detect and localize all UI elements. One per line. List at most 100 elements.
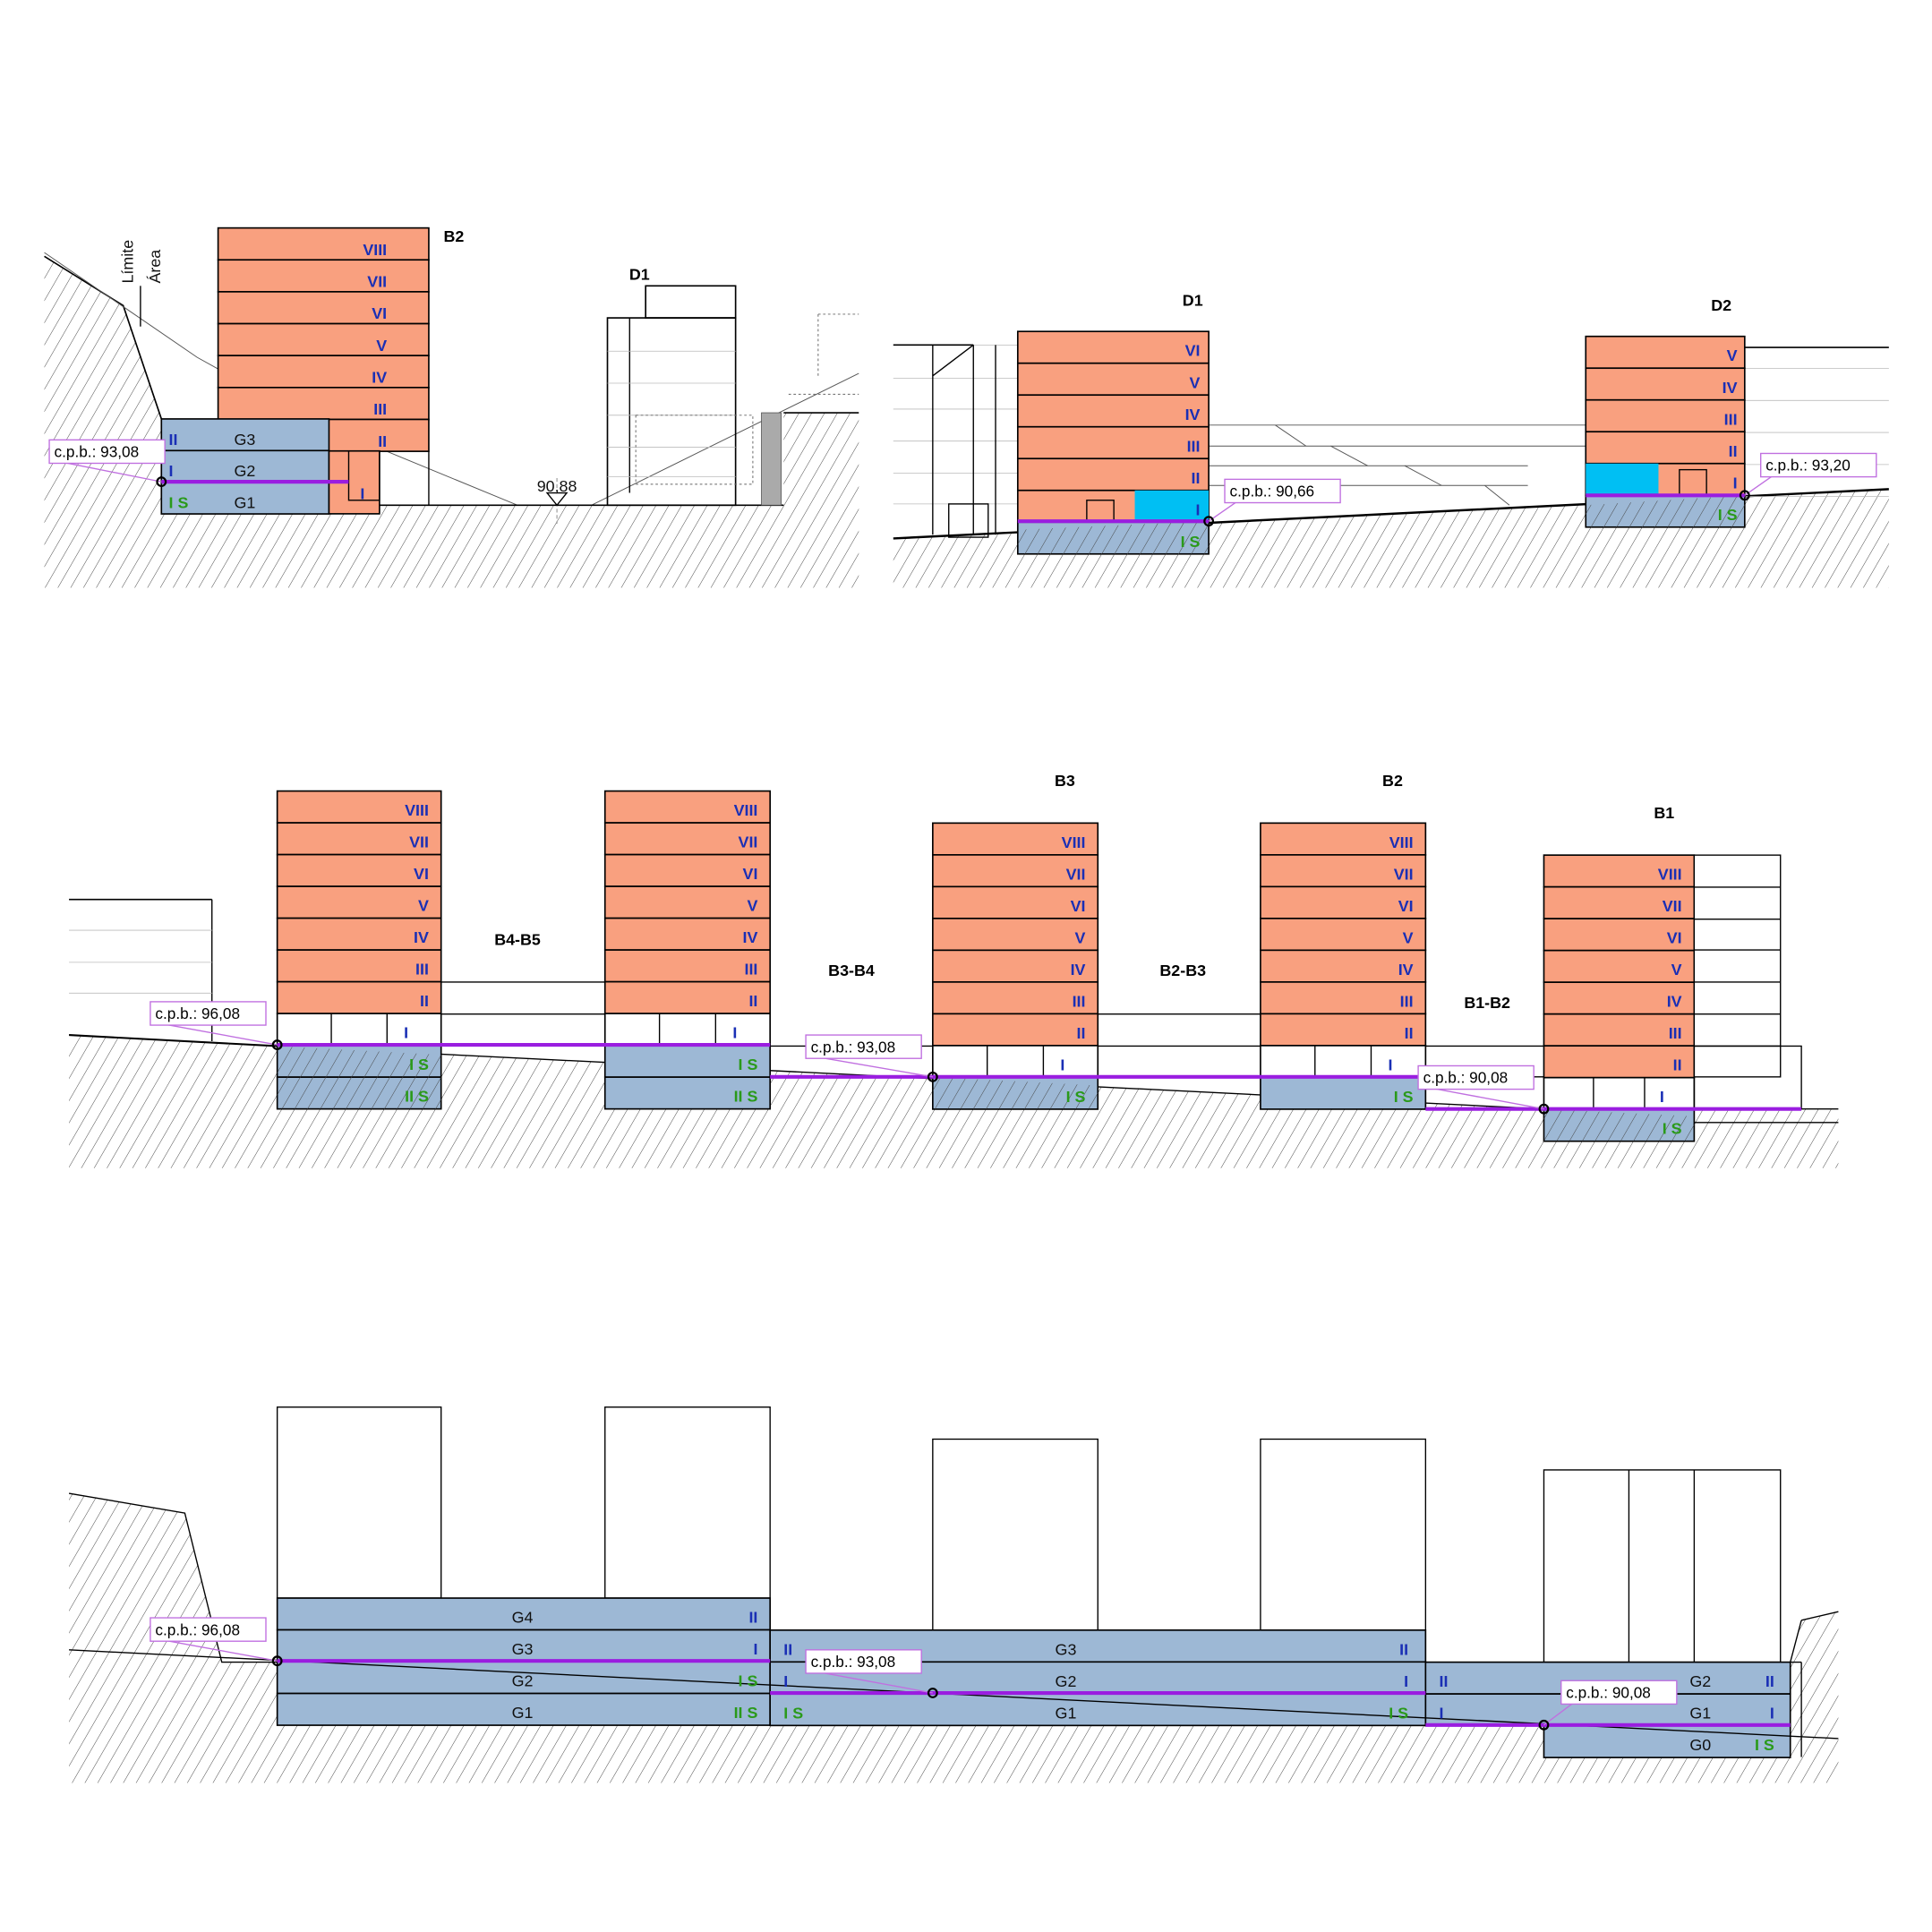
floor-label: VI: [1667, 929, 1682, 947]
cpb-label: c.p.b.: 90,08: [1566, 1684, 1651, 1702]
floor-label: III: [1724, 410, 1738, 428]
floor-label: I: [1196, 500, 1201, 518]
garage-level: [276, 1629, 771, 1663]
floor-label: II: [1729, 442, 1738, 460]
building-outline: [1260, 1438, 1427, 1631]
cpb-box: [805, 1034, 922, 1059]
garage-left-label: II: [1439, 1672, 1448, 1690]
garage-floor-label: I: [169, 462, 174, 480]
garage-left-label: I S: [783, 1704, 803, 1722]
terrain-line: [69, 1034, 278, 1047]
garage-floor-label: II: [1399, 1640, 1408, 1658]
building-title: D1: [1183, 291, 1203, 309]
floor: [276, 885, 442, 919]
floor-label: III: [1187, 437, 1201, 455]
floor-label: IV: [1723, 379, 1738, 397]
garage-level: [160, 449, 330, 483]
level-mark: 90,88: [537, 477, 577, 495]
datum-point-icon: [1739, 490, 1750, 501]
floor-label: VIII: [1062, 833, 1086, 851]
basement-hatch: [932, 1076, 1099, 1109]
floor: [1585, 398, 1746, 433]
garage-floor-label: I: [1770, 1705, 1774, 1723]
building-title: D1: [629, 265, 650, 283]
floor: [603, 1013, 771, 1047]
datum-point-icon: [927, 1688, 938, 1698]
garage-level: [276, 1692, 771, 1726]
floor-label: V: [747, 897, 757, 915]
floor-label: II S: [734, 1088, 758, 1106]
callout-leader: [817, 1056, 933, 1078]
floor-label: IV: [1398, 961, 1414, 979]
basement-hatch: [1017, 521, 1210, 555]
basement-hatch: [1543, 1108, 1695, 1141]
datum-point-icon: [271, 1655, 283, 1667]
floor-label: VII: [367, 273, 387, 291]
cpb-label: c.p.b.: 93,08: [811, 1038, 896, 1056]
floor-label: I S: [409, 1056, 429, 1073]
terrace-line: [1330, 445, 1368, 466]
floor-label: I S: [1181, 533, 1201, 551]
stair-core: [347, 450, 380, 501]
building-title: B2: [1382, 772, 1403, 790]
datum-point-icon: [927, 1071, 938, 1082]
floor-label: III: [1073, 992, 1086, 1010]
building-outline: [276, 1406, 442, 1599]
floor: [1543, 1076, 1696, 1111]
floor-label: IV: [372, 368, 387, 386]
cpb-box: [48, 439, 166, 465]
floor-label: VI: [1398, 897, 1414, 915]
datum-point-icon: [156, 476, 167, 488]
garage-level: [276, 1661, 771, 1695]
garage-floor-label: I: [753, 1640, 757, 1658]
floor-label: VIII: [363, 241, 387, 259]
floor-label: III: [373, 400, 387, 418]
neighbor-door: [948, 503, 989, 538]
floor: [603, 949, 771, 983]
garage-name: G1: [512, 1704, 534, 1722]
floor: [932, 854, 1099, 888]
garage-level: [769, 1693, 1427, 1727]
floor-label: VII: [739, 833, 758, 851]
garage-name: G1: [1056, 1704, 1077, 1722]
floor-label: VI: [1185, 342, 1201, 360]
garage-name: G4: [512, 1609, 534, 1627]
floor: [1260, 1045, 1427, 1079]
garage-name: G3: [512, 1640, 534, 1658]
cpb-box: [805, 1649, 922, 1674]
floor-label: II: [378, 432, 387, 450]
floor: [276, 949, 442, 983]
floor-label: VIII: [1658, 866, 1682, 884]
floor-label: VI: [414, 865, 429, 883]
floor-label: III: [415, 961, 429, 979]
floor-label: I S: [739, 1056, 758, 1073]
garage-level: [276, 1597, 771, 1631]
level-marker-icon: [545, 492, 568, 507]
datum-point-icon: [271, 1039, 283, 1050]
building-title: B3: [1055, 772, 1075, 790]
floor-label: I S: [1066, 1088, 1086, 1106]
hidden-volume: [635, 415, 754, 485]
floor-label: V: [1403, 928, 1414, 946]
floor-label: I S: [1663, 1120, 1682, 1138]
floor-label: I: [1388, 1056, 1392, 1073]
floor-label: II: [1192, 469, 1201, 487]
cpb-box: [150, 1617, 267, 1642]
garage-left-label: II: [783, 1640, 792, 1658]
area-label: Área: [146, 250, 164, 284]
floor: [603, 790, 771, 824]
callout-leader: [1543, 1702, 1574, 1726]
commercial-space: [1134, 490, 1210, 523]
terrace-line: [1275, 424, 1307, 447]
terrain-line: [44, 255, 163, 420]
floor: [276, 980, 442, 1014]
callout-leader: [1430, 1087, 1544, 1110]
floor: [1585, 335, 1746, 370]
floor-label: V: [1075, 928, 1086, 946]
cpb-box: [1417, 1064, 1534, 1090]
cpb-box: [1560, 1680, 1678, 1705]
cpb-label: c.p.b.: 90,08: [1423, 1069, 1509, 1087]
terrain-line: [68, 1492, 278, 1663]
floor: [1543, 981, 1696, 1015]
